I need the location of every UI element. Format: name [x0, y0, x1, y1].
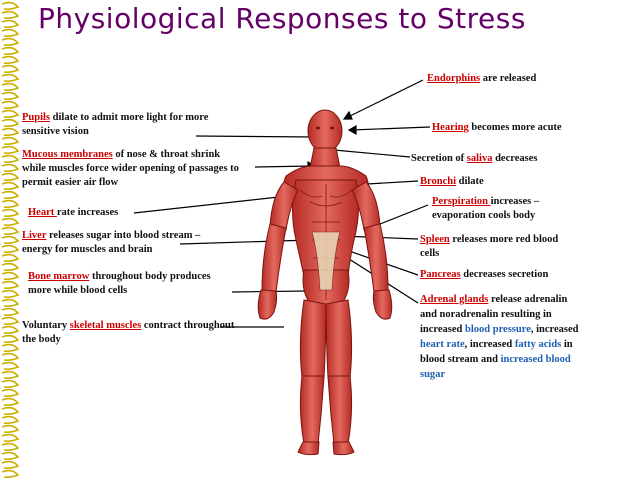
- spiral-loop: [1, 370, 20, 380]
- label-spleen: Spleen releases more red blood cells: [420, 234, 559, 259]
- term-blood-pressure: blood pressure: [465, 324, 531, 335]
- spiral-loop: [1, 208, 20, 218]
- spiral-loop: [1, 424, 20, 434]
- spiral-loop: [1, 244, 20, 254]
- spiral-loop: [1, 163, 20, 173]
- spiral-loop: [1, 451, 20, 461]
- spiral-loop: [1, 118, 20, 128]
- label-liver: Liver releases sugar into blood stream –…: [22, 230, 201, 255]
- pointer-hearing: [350, 126, 431, 131]
- spiral-loop: [1, 154, 20, 164]
- label-perspiration: Perspiration increases – evaporation coo…: [432, 196, 540, 221]
- spiral-loop: [1, 10, 20, 20]
- label-endorphins: Endorphins are released: [427, 73, 537, 84]
- pointer-pupils: [195, 135, 317, 138]
- term-perspiration: Perspiration: [432, 196, 491, 207]
- term-pancreas: Pancreas: [420, 269, 461, 280]
- spiral-loop: [1, 325, 20, 335]
- spiral-loop: [1, 145, 20, 155]
- term-fatty-acids: fatty acids: [514, 339, 562, 350]
- spiral-loop: [1, 217, 20, 227]
- spiral-loop: [1, 352, 20, 362]
- label-mucous-membranes: Mucous membranes of nose & throat shrink…: [22, 149, 239, 188]
- slide-title: Physiological Responses to Stress: [38, 2, 526, 35]
- spiral-loop: [1, 469, 20, 478]
- spiral-loop: [1, 190, 20, 200]
- spiral-loop: [1, 415, 20, 425]
- spiral-loop: [1, 19, 20, 29]
- spiral-loop: [1, 253, 20, 263]
- term-sugar: sugar: [420, 369, 446, 380]
- spiral-loop: [1, 361, 20, 371]
- spiral-loop: [1, 334, 20, 344]
- spiral-loop: [1, 172, 20, 182]
- term-spleen: Spleen: [420, 234, 450, 245]
- label-pancreas: Pancreas decreases secretion: [420, 269, 549, 280]
- pointer-saliva: [333, 149, 411, 158]
- spiral-loop: [1, 433, 20, 443]
- term-endorphins: Endorphins: [427, 73, 481, 84]
- spiral-loop: [1, 136, 20, 146]
- term-pupils: Pupils: [22, 112, 51, 123]
- term-adrenal-glands: Adrenal glands: [420, 294, 489, 305]
- spiral-loop: [1, 55, 20, 65]
- spiral-loop: [1, 271, 20, 281]
- spiral-loop: [1, 226, 20, 236]
- spiral-loop: [1, 82, 20, 92]
- spiral-loop: [1, 397, 20, 407]
- term-increased-blood-sugar: increased blood: [500, 354, 571, 365]
- spiral-loop: [1, 307, 20, 317]
- spiral-loop: [1, 379, 20, 389]
- label-saliva: Secretion of saliva decreases: [411, 153, 538, 164]
- term-heart-rate: heart rate: [420, 339, 465, 350]
- term-hearing: Hearing: [432, 122, 469, 133]
- term-mucous-membranes: Mucous membranes: [22, 149, 113, 160]
- spiral-loop: [1, 91, 20, 101]
- spiral-loop: [1, 343, 20, 353]
- spiral-binding-icon: [1, 1, 20, 478]
- spiral-loop: [1, 37, 20, 47]
- spiral-loop: [1, 235, 20, 245]
- spiral-loop: [1, 109, 20, 119]
- label-hearing: Hearing becomes more acute: [432, 122, 562, 133]
- spiral-loop: [1, 406, 20, 416]
- term-liver: Liver: [22, 230, 47, 241]
- term-bone-marrow: Bone marrow: [28, 271, 90, 282]
- term-heart: Heart: [28, 207, 57, 218]
- spiral-loop: [1, 73, 20, 83]
- label-bronchi: Bronchi dilate: [420, 176, 484, 187]
- spiral-loop: [1, 1, 20, 11]
- spiral-loop: [1, 28, 20, 38]
- pointer-liver: [179, 239, 312, 245]
- label-skeletal-muscles: Voluntary skeletal muscles contract thro…: [22, 320, 235, 345]
- spiral-loop: [1, 127, 20, 137]
- spiral-loop: [1, 442, 20, 452]
- spiral-loop: [1, 388, 20, 398]
- term-bronchi: Bronchi: [420, 176, 456, 187]
- label-bone-marrow: Bone marrow throughout body produces mor…: [28, 271, 211, 296]
- term-saliva: saliva: [466, 153, 493, 164]
- spiral-loop: [1, 280, 20, 290]
- label-heart: Heart rate increases: [28, 207, 119, 218]
- spiral-loop: [1, 316, 20, 326]
- label-pupils: Pupils dilate to admit more light for mo…: [22, 112, 209, 137]
- spiral-loop: [1, 46, 20, 56]
- label-adrenal-glands: Adrenal glands release adrenalin and nor…: [420, 294, 579, 380]
- spiral-loop: [1, 262, 20, 272]
- spiral-loop: [1, 298, 20, 308]
- spiral-loop: [1, 460, 20, 470]
- spiral-loop: [1, 199, 20, 209]
- pointer-endorphins: [345, 79, 424, 119]
- spiral-loop: [1, 64, 20, 74]
- spiral-loop: [1, 181, 20, 191]
- spiral-loop: [1, 100, 20, 110]
- term-skeletal-muscles: skeletal muscles: [69, 320, 142, 331]
- spiral-loop: [1, 289, 20, 299]
- pointer-mucous: [254, 165, 314, 168]
